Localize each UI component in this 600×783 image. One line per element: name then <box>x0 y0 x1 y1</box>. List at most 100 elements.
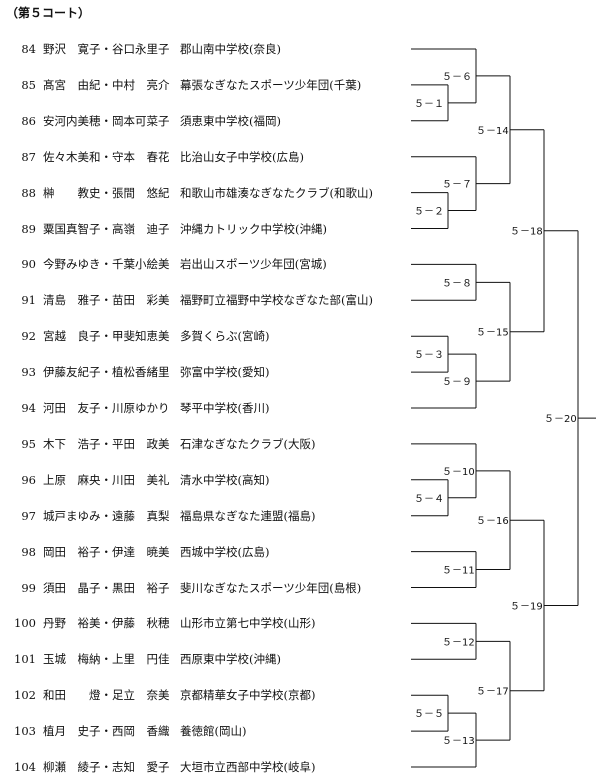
match-label: ５－８ <box>442 278 472 289</box>
entry-school: 比治山女子中学校(広島) <box>180 149 304 164</box>
entry-row: 86 安河内美穂・岡本可菜子須恵東中学校(福岡) <box>0 113 420 129</box>
entry-number: 86 <box>21 113 36 128</box>
entry-players: 宮越 良子・甲斐知恵美 <box>43 329 170 344</box>
entry-players: 佐々木美和・守本 春花 <box>43 149 170 164</box>
entry-school: 山形市立第七中学校(山形) <box>180 616 316 631</box>
match-label: ５－４ <box>414 494 444 505</box>
entry-number: 85 <box>21 77 36 92</box>
entry-row: 101 玉城 梅納・上里 円佳西原東中学校(沖縄) <box>0 651 420 667</box>
entry-school: 岩出山スポーツ少年団(宮城) <box>180 257 327 272</box>
entry-players: 野沢 寛子・谷口永里子 <box>43 42 170 56</box>
entry-number: 103 <box>14 724 36 739</box>
entry-row: 85 髙宮 由紀・中村 亮介幕張なぎなたスポーツ少年団(千葉) <box>0 77 420 93</box>
match-label: ５－15 <box>476 328 509 339</box>
match-label: ５－７ <box>442 180 472 191</box>
entry-players: 岡田 裕子・伊達 暁美 <box>43 544 170 559</box>
entry-row: 104 柳瀬 綾子・志知 愛子大垣市立西部中学校(岐阜) <box>0 759 420 775</box>
entry-number: 90 <box>21 257 36 272</box>
entry-row: 98 岡田 裕子・伊達 暁美西城中学校(広島) <box>0 544 420 560</box>
match-label: ５－13 <box>442 736 475 747</box>
entry-players: 玉城 梅納・上里 円佳 <box>43 652 170 667</box>
entry-school: 多賀くらぶ(宮崎) <box>180 329 270 344</box>
match-label: ５－２ <box>414 207 444 218</box>
entry-row: 93 伊藤友紀子・植松香緒里弥富中学校(愛知) <box>0 364 420 380</box>
entry-players: 城戸まゆみ・遠藤 真梨 <box>43 508 170 523</box>
entry-players: 植月 史子・西岡 香織 <box>43 724 170 739</box>
entry-number: 98 <box>21 544 36 559</box>
match-label: ５－14 <box>476 126 509 137</box>
entry-row: 100 丹野 裕美・伊藤 秋穂山形市立第七中学校(山形) <box>0 615 420 631</box>
entry-number: 94 <box>21 401 36 415</box>
entry-players: 今野みゆき・千葉小絵美 <box>43 257 170 272</box>
entry-players: 伊藤友紀子・植松香緒里 <box>43 365 170 380</box>
entry-row: 102 和田 燈・足立 奈美京都精華女子中学校(京都) <box>0 687 420 703</box>
entry-players: 上原 麻央・川田 美礼 <box>43 472 170 487</box>
entry-school: 大垣市立西部中学校(岐阜) <box>180 760 316 774</box>
entry-players: 柳瀬 綾子・志知 愛子 <box>43 760 170 774</box>
match-label: ５－20 <box>544 414 577 425</box>
entry-school: 幕張なぎなたスポーツ少年団(千葉) <box>180 77 362 92</box>
match-label: ５－16 <box>476 516 509 527</box>
entry-number: 95 <box>21 436 36 451</box>
entry-number: 97 <box>21 508 36 523</box>
entry-school: 和歌山市雄湊なぎなたクラブ(和歌山) <box>180 185 373 200</box>
entry-row: 97 城戸まゆみ・遠藤 真梨福島県なぎなた連盟(福島) <box>0 508 420 524</box>
entry-school: 沖縄カトリック中学校(沖縄) <box>180 221 327 236</box>
match-label: ５－９ <box>442 377 472 388</box>
match-label: ５－12 <box>442 637 475 648</box>
entry-school: 郡山南中学校(奈良) <box>180 42 281 56</box>
entry-number: 99 <box>21 580 36 595</box>
entry-row: 91 清島 雅子・苗田 彩美福野町立福野中学校なぎなた部(富山) <box>0 292 420 308</box>
entry-number: 93 <box>21 365 36 380</box>
entry-school: 福野町立福野中学校なぎなた部(富山) <box>180 293 373 308</box>
entry-number: 100 <box>14 616 36 631</box>
entry-number: 102 <box>14 688 36 703</box>
entry-players: 清島 雅子・苗田 彩美 <box>43 293 170 308</box>
match-label: ５－10 <box>442 467 475 478</box>
entry-number: 101 <box>14 652 36 667</box>
entry-number: 89 <box>21 221 36 236</box>
entry-row: 103 植月 史子・西岡 香織養徳館(岡山) <box>0 723 420 739</box>
entry-school: 清水中学校(高知) <box>180 472 270 487</box>
entry-players: 安河内美穂・岡本可菜子 <box>43 113 170 128</box>
entry-number: 104 <box>14 760 36 774</box>
entry-school: 西原東中学校(沖縄) <box>180 652 281 667</box>
match-label: ５－３ <box>414 350 444 361</box>
match-label: ５－５ <box>414 709 444 720</box>
match-label: ５－１ <box>414 99 444 110</box>
entry-school: 養徳館(岡山) <box>180 724 247 739</box>
entry-row: 87 佐々木美和・守本 春花比治山女子中学校(広島) <box>0 149 420 165</box>
entry-players: 木下 浩子・平田 政美 <box>43 436 170 451</box>
entry-school: 弥富中学校(愛知) <box>180 365 270 380</box>
entry-number: 96 <box>21 472 36 487</box>
entry-school: 須恵東中学校(福岡) <box>180 113 281 128</box>
match-label: ５－17 <box>476 687 509 698</box>
entry-school: 石津なぎなたクラブ(大阪) <box>180 436 316 451</box>
entry-row: 88 榊 教史・張間 悠紀和歌山市雄湊なぎなたクラブ(和歌山) <box>0 185 420 201</box>
entry-number: 92 <box>21 329 36 344</box>
entry-number: 91 <box>21 293 36 308</box>
court-title: （第５コート） <box>6 6 91 20</box>
match-label: ５－18 <box>510 227 543 238</box>
entry-school: 福島県なぎなた連盟(福島) <box>180 508 316 523</box>
entry-school: 斐川なぎなたスポーツ少年団(島根) <box>180 580 362 595</box>
entry-number: 88 <box>21 185 36 200</box>
entry-players: 丹野 裕美・伊藤 秋穂 <box>43 616 170 631</box>
entry-row: 90 今野みゆき・千葉小絵美岩出山スポーツ少年団(宮城) <box>0 256 420 272</box>
entry-row: 96 上原 麻央・川田 美礼清水中学校(高知) <box>0 472 420 488</box>
entry-number: 87 <box>21 149 36 164</box>
entry-players: 髙宮 由紀・中村 亮介 <box>43 77 170 92</box>
entry-players: 和田 燈・足立 奈美 <box>43 688 170 703</box>
match-label: ５－19 <box>510 601 543 612</box>
entry-school: 京都精華女子中学校(京都) <box>180 688 316 703</box>
entry-players: 榊 教史・張間 悠紀 <box>43 185 170 200</box>
entry-school: 西城中学校(広島) <box>180 544 270 559</box>
entry-row: 92 宮越 良子・甲斐知恵美多賀くらぶ(宮崎) <box>0 328 420 344</box>
entry-row: 95 木下 浩子・平田 政美石津なぎなたクラブ(大阪) <box>0 436 420 452</box>
